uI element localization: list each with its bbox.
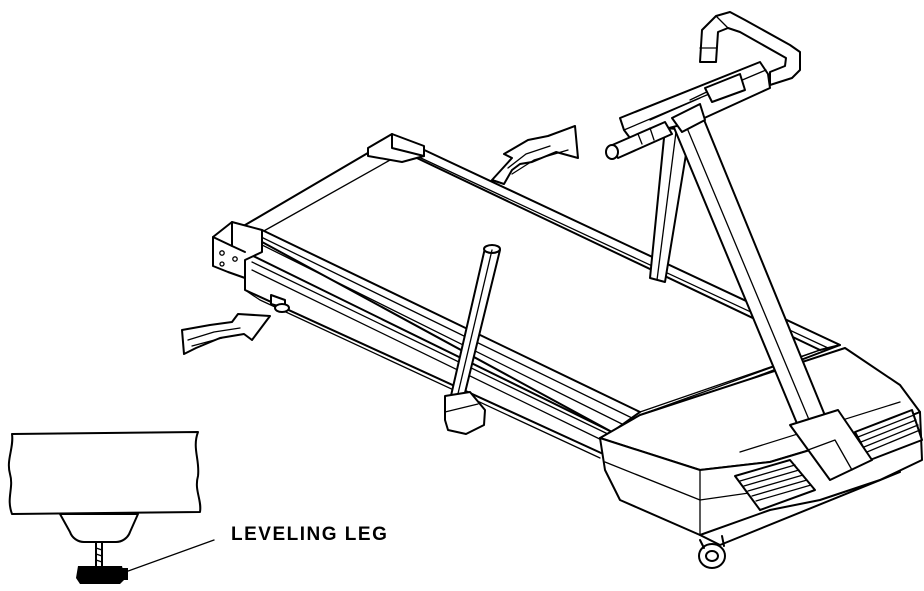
- handlebar-assembly: [605, 11, 801, 160]
- vent-grille-left: [739, 464, 812, 502]
- rotation-arrow-lower: [181, 313, 271, 355]
- rear-leveling-foot: [270, 294, 290, 313]
- leveling-leg-label: LEVELING LEG: [231, 524, 389, 545]
- vent-grille-right: [857, 414, 921, 453]
- rear-end-cap-right: [367, 133, 425, 163]
- front-wheel: [698, 535, 726, 569]
- rotation-arrow-upper: [491, 125, 579, 185]
- side-handrail-post: [444, 244, 501, 435]
- leveling-leg-detail-inset: [7, 431, 215, 584]
- rear-end-cap-left: [212, 221, 263, 279]
